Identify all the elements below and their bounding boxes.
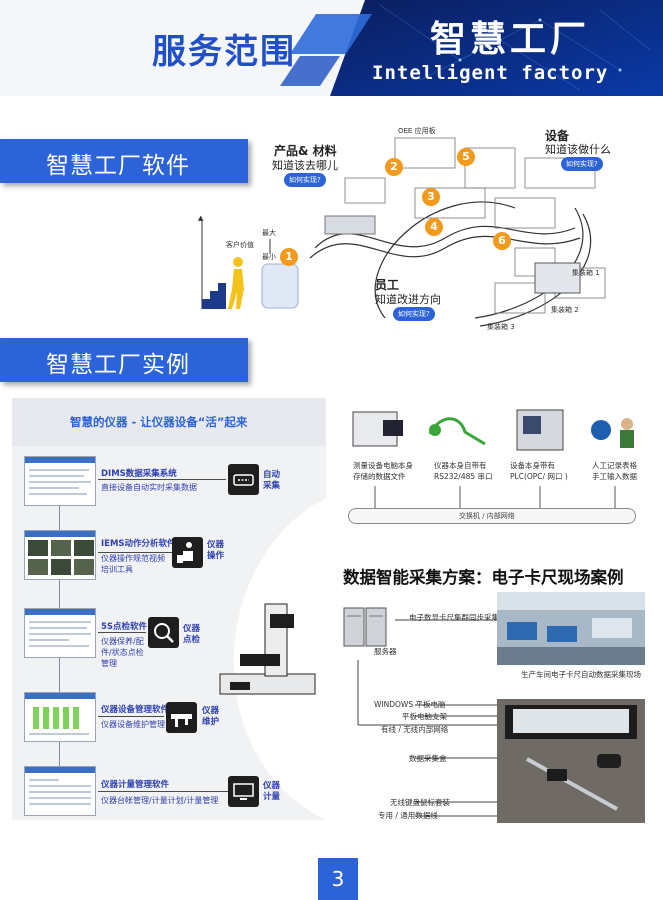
source-label: 人工记录表格手工输入数据	[592, 461, 637, 481]
software-desc: 仪器设备维护管理	[101, 720, 165, 729]
connector-line	[98, 552, 176, 553]
max-label: 最大	[262, 229, 276, 237]
source-connectors	[374, 486, 616, 508]
bus-label: 交换机 / 内部网络	[459, 512, 515, 520]
network-label: 有线 / 无线内部网络	[381, 725, 449, 734]
software-title: 仪器计量管理软件	[101, 780, 170, 790]
windows-label: WINDOWS 平板电脑	[374, 700, 446, 709]
software-desc: 仪器台帐管理/计量计划/计量管理	[101, 796, 219, 805]
step-number: 5	[457, 148, 475, 166]
workshop-photo	[497, 592, 645, 665]
caliper-photo	[497, 699, 645, 823]
stand-label: 平板电脑支架	[402, 712, 447, 721]
section-software-label: 智慧工厂软件	[46, 153, 190, 179]
icon-label: 自动采集	[263, 470, 281, 491]
software-title: 仪器设备管理软件	[101, 705, 170, 715]
software-desc: 仪器操作规范视频培训工具	[101, 554, 165, 574]
step-number: 6	[493, 232, 511, 250]
software-desc: 仪器保养/配件/状态点检管理	[101, 637, 144, 668]
min-label: 最小	[262, 253, 276, 261]
depot-label: 集装箱 2	[551, 306, 579, 314]
service-title: 服务范围	[152, 32, 296, 72]
panel-heading: 智慧的仪器 - 让仪器设备“活”起来	[12, 398, 326, 446]
collector-label: 数据采集盒	[409, 754, 447, 763]
products-how-pill: 如何实现?	[284, 173, 326, 187]
software-screenshot	[24, 608, 96, 658]
software-screenshot	[24, 530, 96, 580]
sync-label: 电子数显卡尺集群同步采集	[409, 613, 499, 622]
employee-question: 知道改进方向	[375, 293, 441, 306]
icon-label: 仪器计量	[263, 781, 281, 802]
microscope-image	[219, 603, 316, 695]
server-label: 服务器	[374, 647, 397, 656]
operation-icon	[172, 537, 203, 568]
step-number: 1	[280, 248, 298, 266]
inspection-icon	[148, 617, 179, 648]
software-title: 5S点检软件	[101, 622, 148, 632]
customer-value-label: 客户价值	[226, 241, 254, 249]
auto-collect-icon	[228, 464, 259, 495]
section-tab-software: 智慧工厂软件	[0, 139, 248, 183]
icon-label: 仪器维护	[202, 706, 220, 727]
cable-label: 专用 / 通用数据线	[378, 811, 438, 820]
banner-graphic	[280, 0, 663, 96]
header-banner: 服务范围 智慧工厂 Intelligent factory	[0, 0, 663, 96]
server-image	[343, 607, 387, 647]
factory-title: 智慧工厂	[430, 19, 591, 60]
software-desc: 直接设备自动实时采集数据	[101, 483, 197, 492]
axis-top-label: ▲	[198, 214, 204, 222]
step-number: 3	[422, 188, 440, 206]
depot-label: 集装箱 1	[572, 269, 600, 277]
maintenance-icon	[166, 702, 197, 733]
source-label: 测量设备电脑本身存储的数据文件	[353, 461, 413, 481]
connector-line	[98, 479, 226, 480]
factory-subtitle: Intelligent factory	[372, 62, 609, 84]
wireless-label: 无线键盘鼠标套装	[390, 798, 450, 807]
products-title: 产品& 材料	[274, 144, 337, 158]
value-staircase-diagram	[201, 219, 299, 309]
software-title: DIMS数据采集系统	[101, 469, 177, 479]
connector-line	[98, 716, 164, 717]
depot-label: 集装箱 3	[487, 323, 515, 331]
section-examples-label: 智慧工厂实例	[46, 352, 190, 378]
equipment-title: 设备	[545, 129, 570, 143]
page-number: 3	[318, 858, 358, 900]
connector-line	[98, 632, 146, 633]
equipment-how-pill: 如何实现?	[561, 157, 603, 171]
scene-label: 生产车间电子卡尺自动数据采集现场	[521, 670, 641, 679]
section-tab-examples: 智慧工厂实例	[0, 338, 248, 382]
panel-heading-text: 智慧的仪器 - 让仪器设备“活”起来	[70, 415, 248, 429]
network-bus: 交换机 / 内部网络	[348, 508, 636, 524]
software-screenshot	[24, 456, 96, 506]
case-title: 数据智能采集方案：电子卡尺现场案例	[343, 568, 624, 587]
icon-label: 仪器操作	[207, 540, 225, 561]
oee-label: OEE 应用板	[398, 127, 436, 135]
employee-how-pill: 如何实现?	[393, 307, 435, 321]
step-number: 2	[385, 158, 403, 176]
software-screenshot	[24, 692, 96, 742]
equipment-question: 知道该做什么	[545, 143, 611, 156]
software-screenshot	[24, 766, 96, 816]
products-question: 知道该去哪儿	[272, 159, 338, 172]
icon-label: 仪器点检	[183, 624, 201, 645]
metrology-icon	[228, 776, 259, 807]
factory-flow-illustration	[309, 137, 606, 327]
case-connectors	[357, 619, 500, 817]
software-title: IEMS动作分析软件	[101, 539, 176, 549]
connector-line	[98, 791, 228, 792]
data-source-icons	[352, 409, 634, 451]
step-number: 4	[425, 218, 443, 236]
employee-title: 员工	[375, 278, 400, 292]
